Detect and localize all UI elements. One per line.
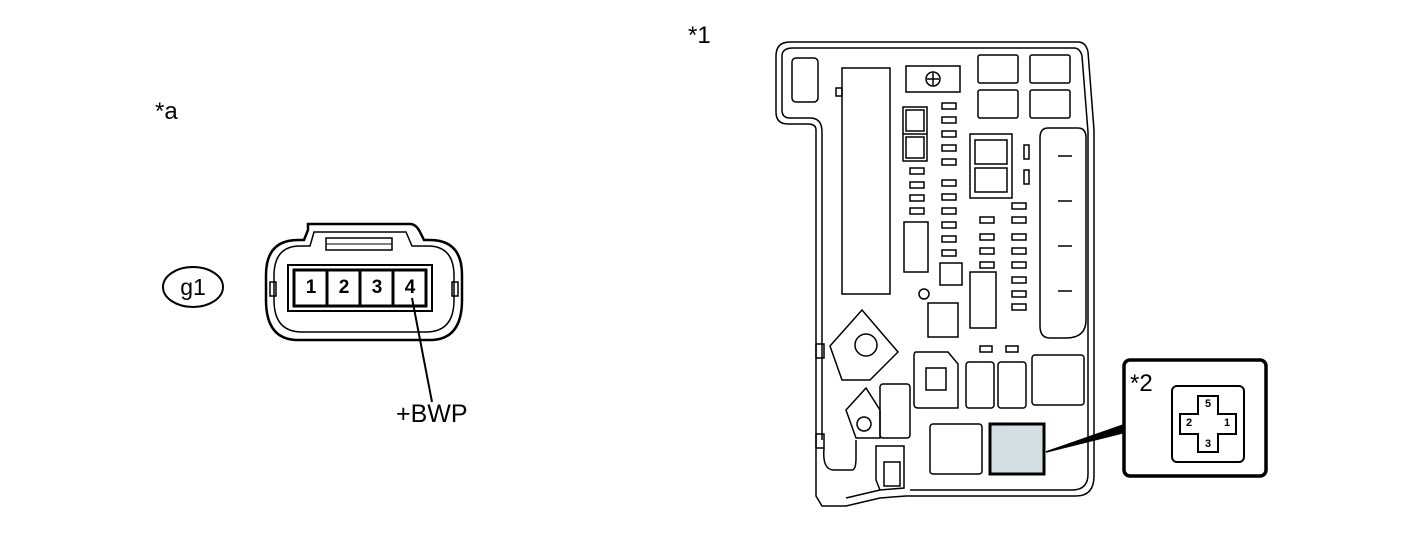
callout-frame: [1122, 358, 1268, 478]
mini-relay-b: [969, 133, 1013, 199]
fuse-block-1: [977, 54, 1019, 84]
mini-relay-a-cell2: [905, 136, 925, 159]
relay-socket-outline: [1171, 385, 1245, 463]
tiny-fuse-2: [1005, 345, 1019, 353]
view-label-2: *2: [1130, 370, 1153, 397]
fuse-block-3: [977, 89, 1019, 119]
square-socket-small: [939, 262, 963, 286]
mount-bolt: [854, 333, 878, 357]
harness-bottom: [845, 445, 905, 499]
bottom-hook: [822, 440, 857, 471]
mini-relay-b-cell2: [974, 167, 1008, 193]
mini-fuse-column-2: [979, 144, 1030, 311]
highlighted-relay-location: [988, 422, 1046, 476]
side-nub-left: [269, 281, 277, 297]
pin-3: 3: [371, 277, 383, 298]
relay-socket-cross: [1179, 395, 1237, 453]
connector-code-label: g1: [180, 274, 206, 300]
resistor-slot: [903, 221, 929, 273]
screw-box: [905, 65, 961, 93]
mount-bracket: [829, 308, 900, 381]
callout-box-2: [1122, 358, 1268, 478]
side-clip-2: [815, 433, 825, 449]
signal-label: +BWP: [396, 400, 468, 428]
tiny-fuse-1: [979, 345, 993, 353]
side-clip-1: [815, 343, 825, 359]
block-corner-inner: [781, 47, 823, 440]
side-nub-right: [451, 281, 459, 297]
signal-leader-line: [411, 297, 433, 403]
mini-relay-a-cell1: [905, 109, 925, 132]
socket-lower-4: [997, 361, 1027, 409]
relay-pin-2: 2: [1185, 417, 1193, 429]
relay-socket-mid: [927, 302, 959, 338]
socket-lower-5: [1031, 354, 1085, 406]
block-outline-inner: [793, 47, 1089, 491]
relay-pin-1: 1: [1223, 417, 1231, 429]
pin-4: 4: [404, 277, 416, 298]
socket-lower-2: [879, 383, 911, 439]
socket-lower-6: [929, 423, 983, 475]
view-label-a: *a: [155, 98, 178, 125]
mini-fuse-column-1: [941, 102, 957, 257]
socket-lower-1-inner: [925, 367, 947, 391]
diode-slot: [969, 271, 997, 329]
socket-lower-1: [913, 351, 959, 409]
mount-bolt-2: [856, 416, 872, 432]
view-label-1: *1: [688, 22, 711, 49]
tall-slot-left-tab: [835, 87, 843, 97]
long-connector-right: [1039, 127, 1087, 339]
screw-circle: [925, 71, 941, 87]
mini-relay-b-cell1: [974, 139, 1008, 165]
fuse-block-2: [1029, 54, 1071, 84]
callout-leader: [1045, 422, 1127, 453]
hole-small: [918, 288, 930, 300]
connector-housing-inner: [273, 231, 455, 333]
pin-2: 2: [338, 277, 350, 298]
small-socket-topleft: [791, 57, 819, 103]
pin-frame-outer: [287, 264, 433, 312]
socket-lower-3: [965, 361, 995, 409]
pin-1: 1: [305, 277, 317, 298]
mini-fuse-column-0: [909, 167, 925, 215]
relay-pin-3: 3: [1204, 438, 1212, 450]
block-outline-outer: [775, 41, 1095, 507]
connector-code-oval: [162, 266, 224, 308]
junction-block: [775, 41, 1095, 507]
connector-housing-outer: [264, 222, 464, 342]
relay-pin-5: 5: [1204, 398, 1212, 410]
connector-g1: [162, 222, 464, 403]
fuse-block-4: [1029, 89, 1071, 119]
tall-slot-left: [841, 67, 891, 295]
